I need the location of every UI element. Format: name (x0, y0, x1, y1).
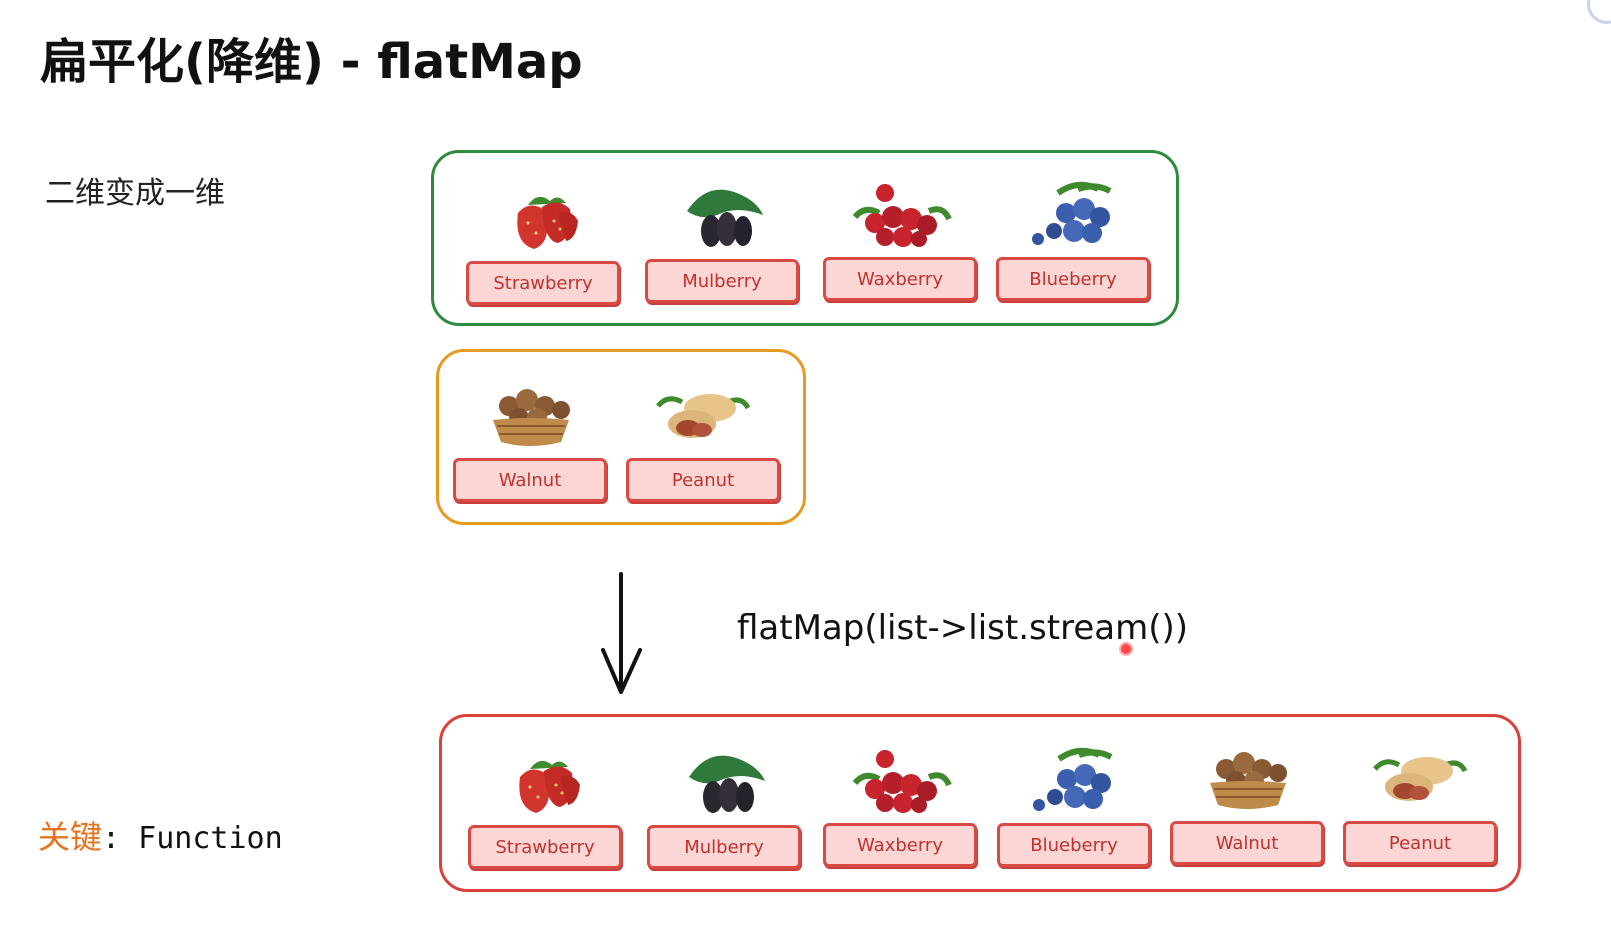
subtitle: 二维变成一维 (45, 176, 225, 211)
tag-label: Blueberry (997, 823, 1151, 867)
walnut-icon (493, 389, 570, 446)
tag-label: Peanut (1343, 821, 1497, 865)
tag-label: Waxberry (823, 257, 977, 301)
tag-label: Mulberry (645, 259, 799, 303)
tag-label: Strawberry (466, 261, 620, 305)
peanut-icon (656, 394, 751, 438)
key-line: 关键: Function (38, 812, 283, 858)
mulberry-icon (689, 755, 765, 813)
blueberry-icon (1032, 181, 1112, 245)
page-title: 扁平化(降维) - flatMap (40, 34, 583, 90)
item-walnut: Walnut (1170, 743, 1324, 873)
tag-label: Waxberry (823, 823, 977, 867)
walnut-icon (1210, 752, 1287, 809)
strawberry-icon (517, 196, 578, 249)
berries-group: Strawberry Mulberry Waxberry Blueberry (431, 150, 1179, 326)
item-blueberry: Blueberry (997, 745, 1151, 875)
item-waxberry: Waxberry (823, 745, 977, 875)
result-group: Strawberry Mulberry Waxberry Blueberry (439, 714, 1521, 892)
tag-label: Peanut (626, 458, 780, 502)
tag-label: Blueberry (996, 257, 1150, 301)
key-colon: : (102, 821, 139, 856)
item-walnut: Walnut (453, 380, 607, 510)
key-label: 关键 (38, 818, 103, 856)
nuts-group: Walnut Peanut (436, 349, 806, 525)
item-mulberry: Mulberry (645, 181, 799, 311)
tag-label: Walnut (453, 458, 607, 502)
strawberry-icon (519, 760, 580, 813)
tag-label: Walnut (1170, 821, 1324, 865)
blueberry-icon (1033, 747, 1113, 811)
item-blueberry: Blueberry (996, 179, 1150, 309)
item-strawberry: Strawberry (468, 747, 622, 877)
corner-decoration (1587, 0, 1611, 24)
item-peanut: Peanut (1343, 743, 1497, 873)
tag-label: Mulberry (647, 825, 801, 869)
item-peanut: Peanut (626, 380, 780, 510)
waxberry-icon (852, 184, 952, 247)
item-mulberry: Mulberry (647, 747, 801, 877)
peanut-icon (1373, 757, 1468, 801)
mulberry-icon (687, 189, 763, 247)
item-waxberry: Waxberry (823, 179, 977, 309)
waxberry-icon (852, 750, 952, 813)
key-value: Function (138, 821, 283, 856)
tag-label: Strawberry (468, 825, 622, 869)
item-strawberry: Strawberry (466, 183, 620, 313)
flatmap-formula: flatMap(list->list.stream()) (737, 608, 1188, 648)
down-arrow-icon (601, 572, 642, 694)
pointer-cursor (1119, 642, 1133, 656)
